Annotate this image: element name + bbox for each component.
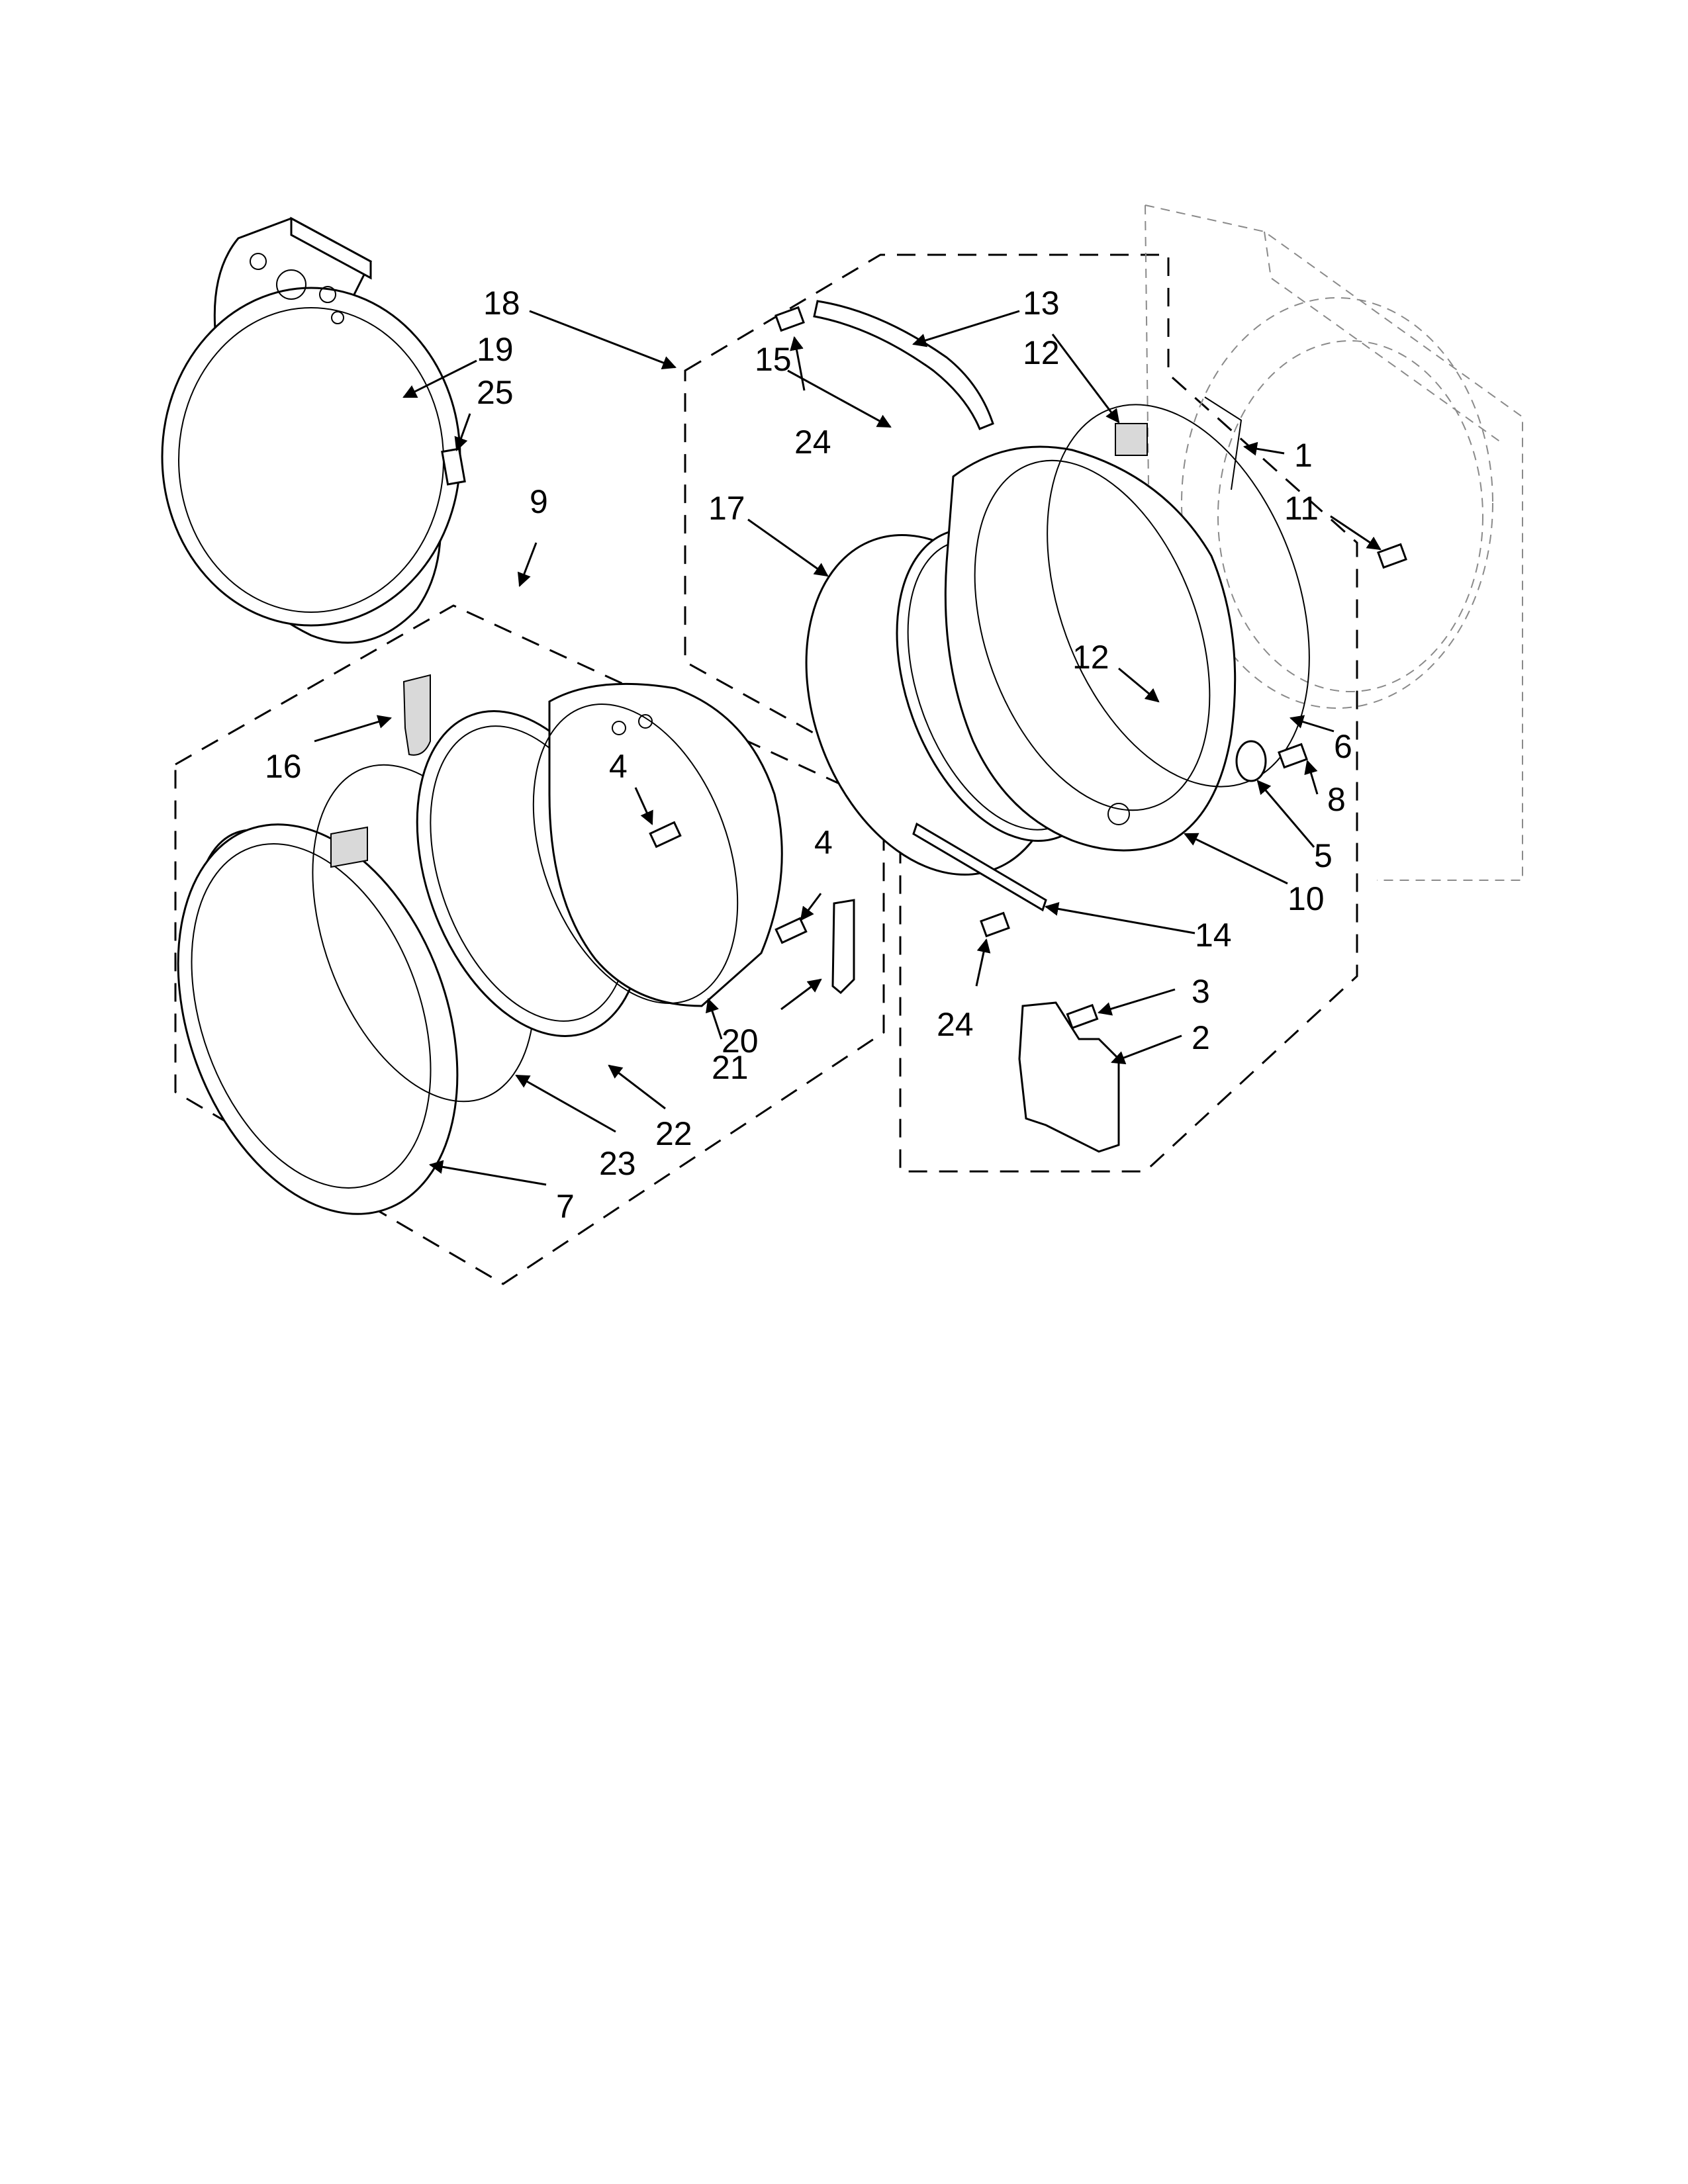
latch-assembly-2 xyxy=(1018,1001,1120,1153)
callout-5: 5 xyxy=(1314,837,1333,874)
hinge-strap-20 xyxy=(831,899,855,995)
callout-4a: 4 xyxy=(609,748,628,785)
callout-14: 14 xyxy=(1195,917,1232,954)
trim-tab xyxy=(330,826,368,868)
screw-3 xyxy=(1066,1003,1099,1030)
screw-4b xyxy=(774,917,808,944)
callout-25: 25 xyxy=(477,374,514,411)
callout-12a: 12 xyxy=(1023,334,1060,371)
callout-23: 23 xyxy=(599,1145,636,1182)
callout-19: 19 xyxy=(477,331,514,368)
callout-13: 13 xyxy=(1023,285,1060,322)
callout-6: 6 xyxy=(1334,728,1352,765)
callout-11: 11 xyxy=(1284,490,1319,527)
callout-20: 20 xyxy=(722,1023,759,1060)
screw-24a xyxy=(774,306,805,332)
callout-16: 16 xyxy=(265,748,302,785)
callout-4b: 4 xyxy=(814,824,833,861)
clip-25 xyxy=(441,447,466,486)
callout-1: 1 xyxy=(1294,437,1313,474)
screw-24b xyxy=(980,911,1010,938)
strip-1 xyxy=(1204,396,1243,490)
door-frame-10 xyxy=(944,445,1237,852)
callout-22: 22 xyxy=(655,1115,692,1152)
washer-5 xyxy=(1235,740,1267,782)
callout-labels: 18 19 25 9 16 4 4 20 21 22 23 7 13 12 24… xyxy=(265,285,1352,1225)
leader-lines xyxy=(314,310,1382,1186)
callout-2: 2 xyxy=(1192,1019,1210,1056)
screw-4a xyxy=(649,821,682,848)
callout-10: 10 xyxy=(1288,880,1325,917)
callout-24a: 24 xyxy=(794,424,831,461)
callout-12b: 12 xyxy=(1072,639,1109,676)
top-strap-13 xyxy=(813,300,994,430)
left-assembly-boundary xyxy=(174,604,885,1285)
clip-12a xyxy=(1115,423,1148,456)
latch-bracket-16 xyxy=(402,674,431,756)
callout-18: 18 xyxy=(483,285,520,322)
callout-3: 3 xyxy=(1192,973,1210,1010)
callout-21: 21 xyxy=(712,1049,749,1086)
screw-11 xyxy=(1377,543,1407,569)
inner-door-bowl xyxy=(532,682,783,1007)
front-bulkhead-ring xyxy=(161,216,461,644)
bar-14 xyxy=(912,822,1047,912)
callout-7: 7 xyxy=(556,1188,575,1225)
callout-24b: 24 xyxy=(937,1006,974,1043)
outer-door-ring xyxy=(177,823,459,1215)
screw-8 xyxy=(1278,743,1308,769)
callout-15: 15 xyxy=(755,341,792,378)
callout-8: 8 xyxy=(1327,781,1346,818)
callout-17: 17 xyxy=(708,490,745,527)
callout-9: 9 xyxy=(530,483,548,520)
